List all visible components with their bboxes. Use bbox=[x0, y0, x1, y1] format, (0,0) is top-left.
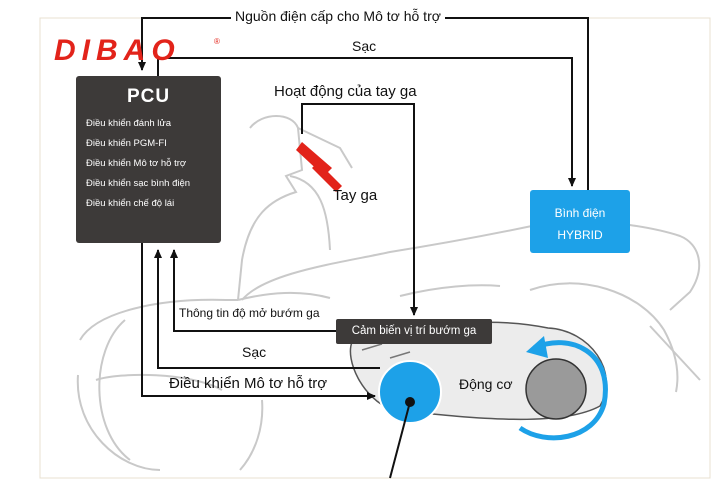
label-throttle-info: Thông tin độ mở bướm ga bbox=[179, 306, 320, 320]
label-engine: Động cơ bbox=[459, 376, 513, 392]
battery-box: Bình điện HYBRID bbox=[530, 190, 630, 253]
brand-logo-reg: ® bbox=[214, 37, 220, 46]
rotation-arrowhead bbox=[526, 336, 548, 358]
connector-throttle-activity bbox=[301, 103, 418, 316]
connector-charge-bottom bbox=[154, 249, 380, 369]
throttle-sensor-box: Cảm biến vị trí bướm ga bbox=[336, 319, 492, 344]
label-motor-control: Điều khiển Mô tơ hỗ trợ bbox=[169, 375, 328, 392]
connector-throttle-info bbox=[170, 249, 336, 332]
scooter-outline bbox=[76, 115, 701, 471]
pcu-item: Điều khiển Mô tơ hỗ trợ bbox=[86, 158, 187, 169]
pcu-box: PCU Điều khiển đánh lửa Điều khiển PGM-F… bbox=[76, 76, 221, 243]
brand-logo: DIBAO ® bbox=[54, 36, 220, 62]
pcu-item: Điều khiển PGM-FI bbox=[86, 138, 167, 149]
label-throttle-activity: Hoạt động của tay ga bbox=[274, 83, 417, 100]
brand-logo-text: DIBAO bbox=[54, 36, 181, 62]
assist-motor bbox=[378, 360, 442, 424]
connector-charge-top bbox=[157, 57, 576, 187]
battery-label-line1: Bình điện bbox=[554, 206, 606, 220]
battery-label-line2: HYBRID bbox=[557, 228, 603, 242]
pcu-title: PCU bbox=[126, 86, 171, 107]
pcu-item: Điều khiển đánh lửa bbox=[86, 118, 172, 129]
throttle-grip-icon bbox=[296, 142, 342, 192]
pcu-item: Điều khiển sạc bình điện bbox=[86, 178, 191, 189]
rotation-arrow bbox=[518, 340, 608, 441]
label-charge-top: Sạc bbox=[352, 38, 377, 54]
label-charge-bottom: Sạc bbox=[242, 344, 267, 360]
throttle-sensor-label: Cảm biến vị trí bướm ga bbox=[351, 325, 477, 337]
pcu-item: Điều khiển chế độ lái bbox=[86, 198, 175, 209]
motor-pointer-line bbox=[389, 401, 411, 479]
label-throttle: Tay ga bbox=[333, 187, 378, 204]
drive-pulley bbox=[525, 358, 587, 420]
connector-motor-control bbox=[141, 243, 376, 400]
label-power-supply: Nguồn điện cấp cho Mô tơ hỗ trợ bbox=[231, 8, 445, 24]
